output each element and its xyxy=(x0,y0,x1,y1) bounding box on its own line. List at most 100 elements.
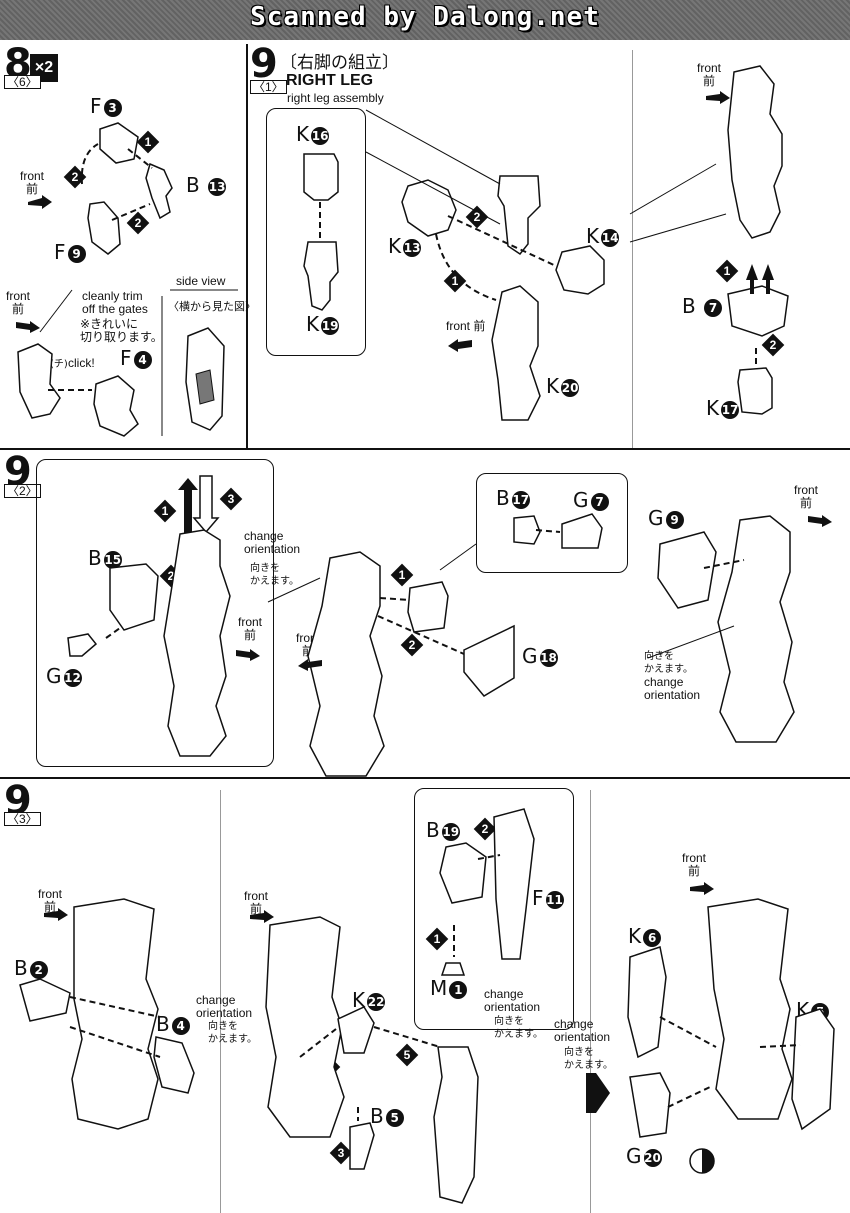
front-label: front 前 xyxy=(446,319,486,333)
part-k16-shape xyxy=(303,153,339,201)
step-marker: 1 xyxy=(136,130,160,154)
step-marker: 2 xyxy=(473,817,497,841)
part-k20-shape xyxy=(491,285,541,421)
part-b13-shape xyxy=(145,162,173,220)
step-marker: 2 xyxy=(159,564,183,588)
part-b7-shape xyxy=(727,285,789,337)
part-b2-shape xyxy=(19,978,71,1022)
trim-note-en: cleanly trim off the gates xyxy=(82,289,148,316)
leg-assembly-shape xyxy=(717,515,795,743)
divider-91 xyxy=(632,50,633,448)
sub-assembly-box xyxy=(476,473,628,573)
next-arrow-shape xyxy=(586,1073,610,1113)
title-ja: 〔右脚の組立〕 xyxy=(280,53,399,73)
trim-note-ja: ※きれいに 切り取ります。 xyxy=(80,317,163,344)
leg-assembly-shape xyxy=(307,551,385,777)
part-f3-shape xyxy=(99,122,139,164)
part-g18-shape xyxy=(463,624,515,697)
step-marker: 2 xyxy=(465,205,489,229)
step-marker: 2 xyxy=(126,211,150,235)
leg-assembly-shape xyxy=(71,898,159,1130)
click-ja: (チ) xyxy=(50,359,68,370)
step9-2-illustration xyxy=(67,475,832,777)
divider-row1 xyxy=(0,448,850,450)
side-view-ja: 〈横から見た図〉 xyxy=(168,300,256,313)
part-k17-shape xyxy=(737,367,773,415)
part-b5-shape xyxy=(349,1122,375,1170)
part-k13-shape xyxy=(401,179,457,237)
part-k22-shape xyxy=(337,1006,375,1054)
change-orientation-en: change orientation xyxy=(196,993,253,1020)
step-marker: 1 xyxy=(425,927,449,951)
step-marker: 1 xyxy=(715,259,739,283)
change-orientation-ja: 向きを かえます。 xyxy=(250,563,299,587)
long-armor-shape xyxy=(433,1046,479,1204)
knee-joint-shape xyxy=(497,175,541,256)
step9-1-illustration xyxy=(303,65,789,421)
part-b19-shape xyxy=(439,842,487,904)
leg-assembly-shape xyxy=(265,916,345,1138)
step-sub: 〈1〉 xyxy=(250,80,287,94)
step-marker: 1 xyxy=(153,499,177,523)
part-b17-shape xyxy=(513,515,541,545)
scan-credit: Scanned by Dalong.net xyxy=(250,2,600,32)
part-b15-shape xyxy=(109,563,159,631)
step-marker: 3 xyxy=(329,1141,353,1165)
step-sub: 〈2〉 xyxy=(4,484,41,498)
title-en: RIGHT LEG xyxy=(286,72,374,89)
front-armor-shape xyxy=(407,581,449,633)
part-k14-shape xyxy=(555,245,605,295)
scan-banner: Scanned by Dalong.net xyxy=(0,0,850,40)
part-label-b13: B 13 xyxy=(186,173,227,197)
click-label: click! xyxy=(68,356,95,370)
step9-3-illustration xyxy=(19,808,835,1204)
part-label-b7: B 7 xyxy=(682,296,723,317)
change-orientation-en: change orientation xyxy=(644,675,701,702)
detail-callout-box xyxy=(266,108,366,356)
leg-assembly-shape xyxy=(163,529,231,757)
step-marker: 1 xyxy=(390,563,414,587)
part-b4-shape xyxy=(153,1036,195,1094)
part-g12-shape xyxy=(67,633,98,657)
change-orientation-en: change orientation xyxy=(484,987,541,1014)
part-g20-shape xyxy=(629,1072,671,1138)
change-orientation-en: change orientation xyxy=(244,529,301,556)
step-marker: 2 xyxy=(400,633,424,657)
step8-illustration xyxy=(16,122,238,437)
part-k5-shape xyxy=(791,1008,835,1131)
divider-93b xyxy=(590,790,591,1213)
step-marker: 2 xyxy=(63,165,87,189)
step-number: 9 xyxy=(250,41,278,87)
step-sub: 〈6〉 xyxy=(4,75,41,89)
step-marker: 1 xyxy=(443,269,467,293)
leg-piece-shape xyxy=(17,343,61,419)
divider-step8 xyxy=(246,44,248,448)
part-f4-shape xyxy=(93,375,139,437)
